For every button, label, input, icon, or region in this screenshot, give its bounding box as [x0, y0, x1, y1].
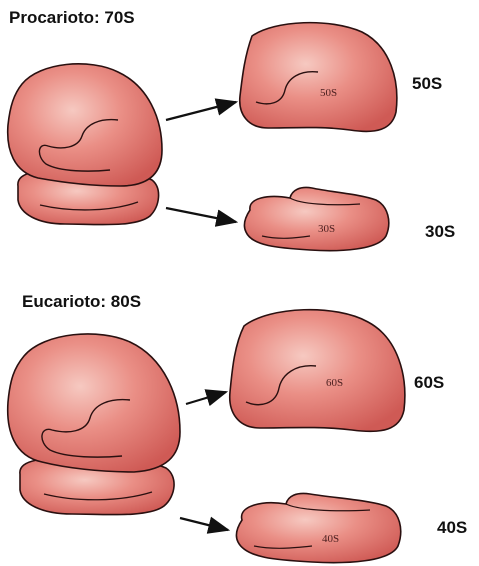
eukaryote-whole-large-subunit: [8, 334, 180, 472]
prokaryote-large-subunit: 50S: [240, 23, 397, 132]
eukaryote-small-subunit-label: 40S: [322, 533, 339, 545]
prokaryote-whole-ribosome: [8, 64, 162, 225]
eukaryote-large-arrow: [186, 392, 226, 404]
prokaryote-large-subunit-label: 50S: [320, 87, 337, 99]
eukaryote-small-arrow: [180, 518, 228, 530]
eukaryote-small-subunit: 40S: [236, 493, 400, 562]
eukaryote-large-subunit: 60S: [230, 310, 405, 432]
prokaryote-small-arrow: [166, 208, 236, 222]
prokaryote-whole-large-subunit: [8, 64, 162, 186]
prokaryote-small-subunit: 30S: [244, 187, 388, 250]
prokaryote-large-arrow: [166, 102, 236, 120]
eukaryote-whole-ribosome: [8, 334, 180, 515]
eukaryote-large-subunit-label: 60S: [326, 377, 343, 389]
prokaryote-small-subunit-label: 30S: [318, 223, 335, 235]
